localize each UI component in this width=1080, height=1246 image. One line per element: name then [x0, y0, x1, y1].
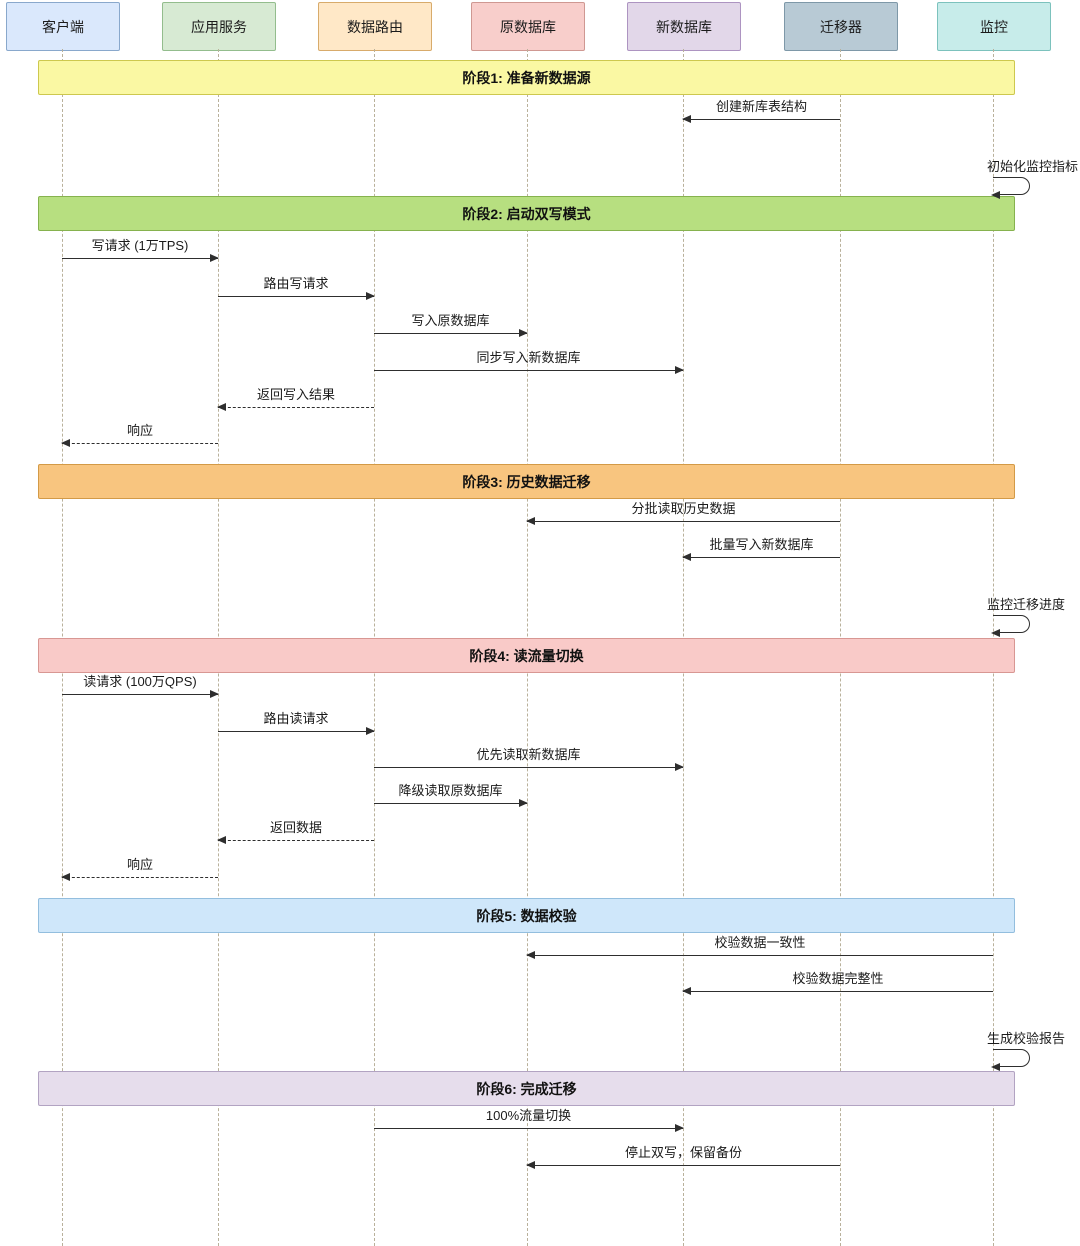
- message-line: [526, 1161, 840, 1169]
- message-line: [62, 254, 219, 262]
- message-label: 分批读取历史数据: [631, 501, 736, 516]
- arrowhead-icon: [675, 1124, 684, 1132]
- arrowhead-icon: [526, 517, 535, 525]
- message-line: [682, 987, 993, 995]
- message-line: [682, 553, 840, 561]
- message-line: [374, 366, 684, 374]
- arrowhead-icon: [210, 254, 219, 262]
- message-label: 校验数据完整性: [792, 971, 884, 986]
- message-line: [217, 403, 374, 411]
- self-message-loop: [991, 177, 1030, 199]
- participant-label: 应用服务: [191, 18, 247, 35]
- phase-label: 阶段1: 准备新数据源: [462, 69, 591, 86]
- message-line: [374, 1124, 684, 1132]
- self-message-loop: [991, 615, 1030, 637]
- arrowhead-icon: [519, 329, 528, 337]
- participant-migrator: 迁移器: [784, 2, 898, 51]
- participant-olddb: 原数据库: [471, 2, 585, 51]
- arrowhead-icon: [991, 1063, 1000, 1071]
- phase-band: 阶段1: 准备新数据源: [38, 60, 1015, 95]
- arrowhead-icon: [366, 292, 375, 300]
- arrowhead-icon: [61, 439, 70, 447]
- arrowhead-icon: [61, 873, 70, 881]
- arrowhead-icon: [217, 403, 226, 411]
- message-line: [682, 115, 840, 123]
- phase-label: 阶段4: 读流量切换: [469, 647, 584, 664]
- message-line: [526, 951, 993, 959]
- message-line: [374, 763, 684, 771]
- message-label: 校验数据一致性: [714, 935, 806, 950]
- phase-band: 阶段2: 启动双写模式: [38, 196, 1015, 231]
- self-message-loop: [991, 1049, 1030, 1071]
- participant-monitor: 监控: [937, 2, 1051, 51]
- arrowhead-icon: [682, 987, 691, 995]
- participant-router: 数据路由: [318, 2, 432, 51]
- message-line: [218, 292, 375, 300]
- participant-label: 数据路由: [347, 18, 403, 35]
- phase-label: 阶段5: 数据校验: [476, 907, 577, 924]
- message-label: 降级读取原数据库: [398, 783, 503, 798]
- phase-label: 阶段6: 完成迁移: [476, 1080, 577, 1097]
- message-label: 路由读请求: [263, 711, 329, 726]
- arrowhead-icon: [366, 727, 375, 735]
- message-label: 写入原数据库: [411, 313, 490, 328]
- arrowhead-icon: [675, 366, 684, 374]
- participant-label: 迁移器: [820, 18, 862, 35]
- participant-label: 客户端: [42, 18, 84, 35]
- arrowhead-icon: [991, 191, 1000, 199]
- message-label: 优先读取新数据库: [476, 747, 581, 762]
- message-label: 停止双写，保留备份: [624, 1145, 742, 1160]
- arrowhead-icon: [217, 836, 226, 844]
- participant-label: 原数据库: [500, 18, 556, 35]
- arrowhead-icon: [682, 115, 691, 123]
- phase-band: 阶段5: 数据校验: [38, 898, 1015, 933]
- message-line: [526, 517, 840, 525]
- arrowhead-icon: [991, 629, 1000, 637]
- message-line: [217, 836, 374, 844]
- message-label: 路由写请求: [263, 276, 329, 291]
- message-label: 响应: [126, 423, 153, 438]
- message-label: 响应: [126, 857, 153, 872]
- arrowhead-icon: [526, 1161, 535, 1169]
- phase-band: 阶段6: 完成迁移: [38, 1071, 1015, 1106]
- message-label: 创建新库表结构: [715, 99, 807, 114]
- arrowhead-icon: [210, 690, 219, 698]
- self-message-label: 生成校验报告: [987, 1031, 1066, 1046]
- message-line: [61, 873, 218, 881]
- phase-label: 阶段2: 启动双写模式: [462, 205, 591, 222]
- message-label: 返回写入结果: [256, 387, 335, 402]
- message-label: 读请求 (100万QPS): [83, 674, 197, 689]
- arrowhead-icon: [519, 799, 528, 807]
- message-label: 100%流量切换: [485, 1108, 572, 1123]
- participant-label: 新数据库: [656, 18, 712, 35]
- arrowhead-icon: [675, 763, 684, 771]
- self-message-label: 监控迁移进度: [987, 597, 1066, 612]
- message-line: [218, 727, 375, 735]
- participant-app: 应用服务: [162, 2, 276, 51]
- arrowhead-icon: [526, 951, 535, 959]
- phase-band: 阶段3: 历史数据迁移: [38, 464, 1015, 499]
- message-label: 返回数据: [269, 820, 322, 835]
- participant-newdb: 新数据库: [627, 2, 741, 51]
- participant-client: 客户端: [6, 2, 120, 51]
- message-label: 写请求 (1万TPS): [91, 238, 189, 253]
- arrowhead-icon: [682, 553, 691, 561]
- message-line: [61, 439, 218, 447]
- message-line: [374, 329, 528, 337]
- phase-band: 阶段4: 读流量切换: [38, 638, 1015, 673]
- message-line: [374, 799, 528, 807]
- phase-label: 阶段3: 历史数据迁移: [462, 473, 591, 490]
- self-message-label: 初始化监控指标: [987, 159, 1079, 174]
- message-line: [62, 690, 219, 698]
- message-label: 批量写入新数据库: [709, 537, 814, 552]
- message-label: 同步写入新数据库: [476, 350, 581, 365]
- participant-label: 监控: [980, 18, 1008, 35]
